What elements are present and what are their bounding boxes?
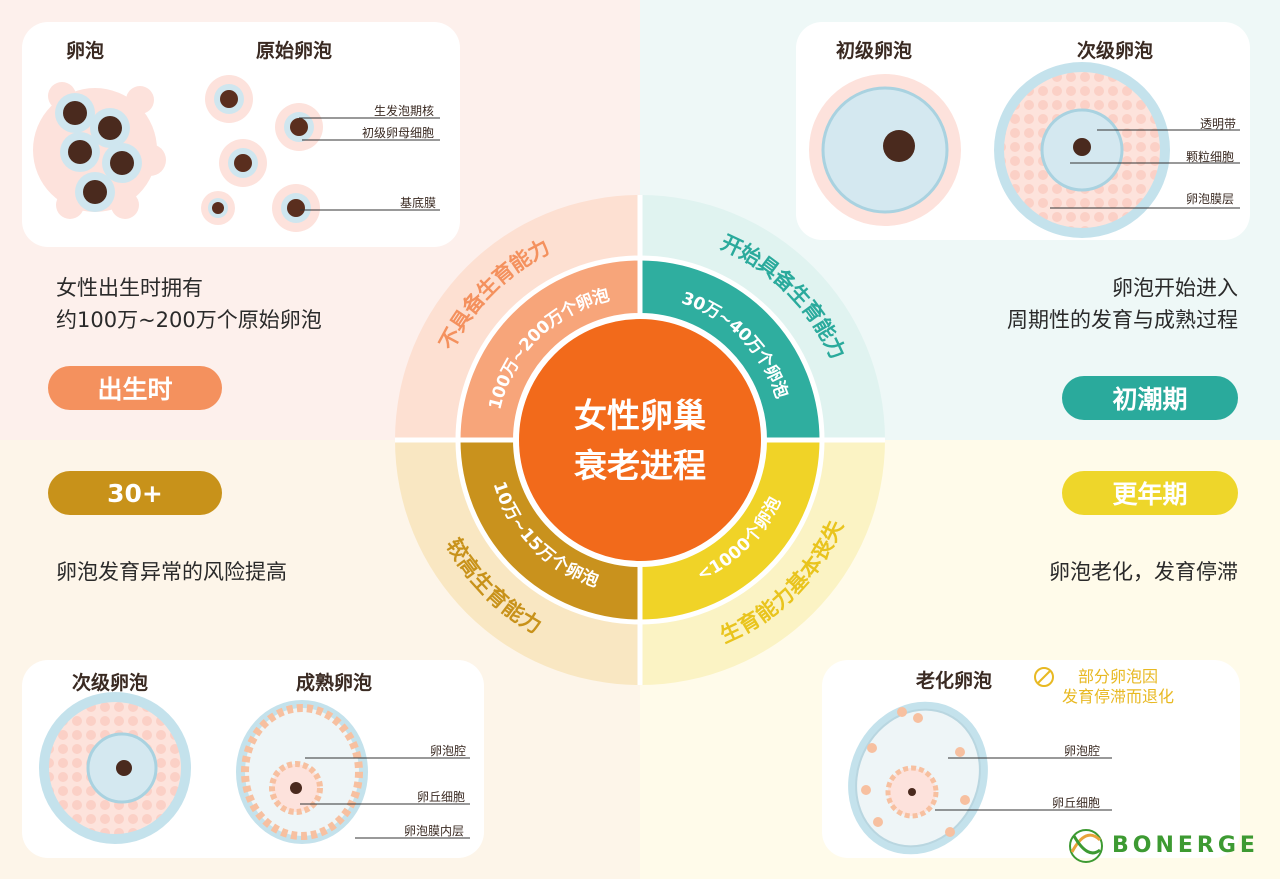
secondary-follicle-illustration-2 bbox=[39, 692, 191, 844]
follicle-cluster-illustration bbox=[33, 82, 166, 219]
label-cumulus-aging: 卵丘细胞 bbox=[1052, 796, 1101, 810]
title-mature-follicle: 成熟卵泡 bbox=[296, 672, 373, 694]
label-antrum-aging: 卵泡腔 bbox=[1064, 744, 1101, 758]
note-line-2: 发育停滞而退化 bbox=[1062, 687, 1175, 706]
secondary-follicle-illustration bbox=[994, 62, 1170, 238]
title-secondary-follicle: 次级卵泡 bbox=[1077, 40, 1154, 62]
center-title-line2: 衰老进程 bbox=[574, 446, 706, 485]
desc-thirty: 卵泡发育异常的风险提高 bbox=[56, 556, 287, 588]
desc-menopause-line1: 卵泡老化，发育停滞 bbox=[1049, 560, 1238, 584]
label-primary-oocyte: 初级卵母细胞 bbox=[362, 126, 435, 140]
stage-pill-birth: 出生时 bbox=[48, 366, 222, 410]
title-primordial-follicle: 原始卵泡 bbox=[256, 40, 333, 62]
brand-name: BONERGE bbox=[1112, 833, 1259, 858]
title-primary-follicle: 初级卵泡 bbox=[836, 40, 913, 62]
note-line-1: 部分卵泡因 bbox=[1078, 667, 1159, 686]
label-cumulus-cells: 卵丘细胞 bbox=[417, 790, 466, 804]
title-secondary-follicle-2: 次级卵泡 bbox=[72, 672, 149, 694]
desc-birth: 女性出生时拥有 约100万~200万个原始卵泡 bbox=[56, 272, 322, 336]
title-follicle: 卵泡 bbox=[66, 40, 105, 62]
desc-birth-line1: 女性出生时拥有 bbox=[56, 276, 203, 300]
mature-follicle-illustration bbox=[236, 700, 368, 844]
primordial-follicles-illustration bbox=[201, 75, 323, 232]
stage-pill-menopause: 更年期 bbox=[1062, 471, 1238, 515]
desc-menopause: 卵泡老化，发育停滞 bbox=[1049, 556, 1238, 588]
desc-menarche-line2: 周期性的发育与成熟过程 bbox=[1007, 308, 1238, 332]
label-theca-interna: 卵泡膜内层 bbox=[404, 824, 465, 838]
label-theca-layer: 卵泡膜层 bbox=[1186, 192, 1235, 206]
stage-pill-thirty: 30+ bbox=[48, 471, 222, 515]
label-basement-membrane: 基底膜 bbox=[400, 196, 437, 210]
title-aging-follicle: 老化卵泡 bbox=[916, 670, 993, 692]
label-granulosa-cells: 颗粒细胞 bbox=[1186, 150, 1235, 164]
primary-follicle-illustration bbox=[809, 74, 961, 226]
stage-pill-menarche: 初潮期 bbox=[1062, 376, 1238, 420]
forbidden-icon bbox=[1034, 667, 1054, 687]
label-antrum: 卵泡腔 bbox=[430, 744, 467, 758]
label-zona-pellucida: 透明带 bbox=[1200, 117, 1237, 131]
degeneration-note: 部分卵泡因 发育停滞而退化 bbox=[1062, 667, 1174, 707]
desc-birth-line2: 约100万~200万个原始卵泡 bbox=[56, 308, 322, 332]
aging-wheel bbox=[395, 195, 885, 685]
desc-menarche-line1: 卵泡开始进入 bbox=[1112, 276, 1238, 300]
aging-follicle-illustration bbox=[848, 701, 988, 855]
bonerge-logo-icon bbox=[1069, 829, 1103, 863]
desc-thirty-line1: 卵泡发育异常的风险提高 bbox=[56, 560, 287, 584]
desc-menarche: 卵泡开始进入 周期性的发育与成熟过程 bbox=[1007, 272, 1238, 336]
label-germinal-vesicle: 生发泡期核 bbox=[374, 104, 435, 118]
center-title-line1: 女性卵巢 bbox=[574, 396, 706, 435]
